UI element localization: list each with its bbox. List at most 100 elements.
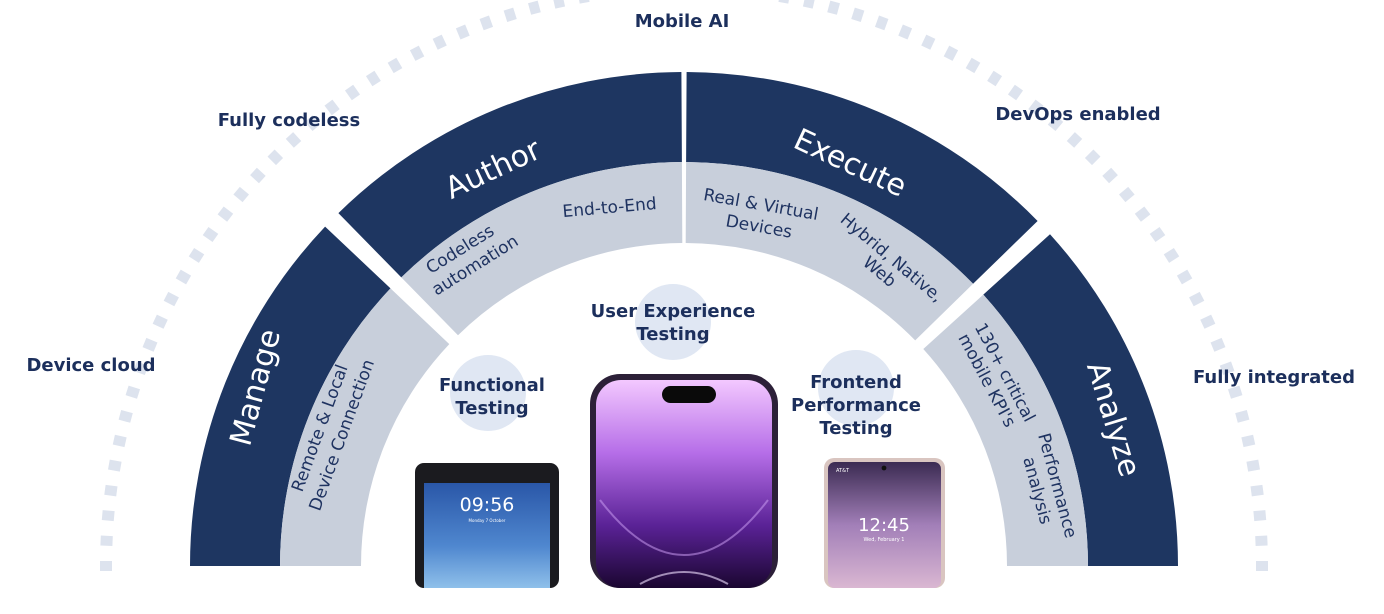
arc-dot bbox=[100, 561, 112, 571]
arc-dot bbox=[1253, 510, 1267, 522]
arc-dot bbox=[142, 337, 158, 352]
frontend-circle bbox=[818, 350, 894, 426]
arc-dot bbox=[898, 24, 913, 40]
arc-dot bbox=[1176, 269, 1193, 285]
arc-dot bbox=[175, 269, 192, 285]
arc-dot bbox=[1189, 291, 1205, 307]
arc-dot bbox=[112, 434, 127, 448]
arc-dot bbox=[202, 226, 219, 243]
frontend-label-2: Performance bbox=[791, 395, 921, 416]
arc-dot bbox=[409, 45, 425, 61]
arc-dot bbox=[943, 45, 959, 61]
arc-dot bbox=[324, 99, 340, 116]
tablet-screen bbox=[424, 483, 550, 588]
author-band bbox=[401, 162, 683, 336]
dynamic-island bbox=[662, 386, 716, 403]
analyze-band bbox=[923, 294, 1088, 566]
arc-dot bbox=[365, 70, 381, 87]
arc-dot bbox=[577, 0, 590, 4]
functional-label-2: Testing bbox=[455, 398, 528, 419]
tablet-time: 09:56 bbox=[460, 494, 515, 516]
arc-dot bbox=[1250, 484, 1264, 497]
iphone-device bbox=[590, 374, 778, 588]
manage-segment bbox=[190, 226, 391, 566]
android-date: Wed, February 1 bbox=[863, 537, 904, 543]
author-segment bbox=[338, 72, 682, 278]
arc-dot bbox=[455, 24, 470, 40]
tablet-date: Monday 7 October bbox=[469, 518, 506, 523]
functional-circle bbox=[450, 355, 526, 431]
label-mobile-ai: Mobile AI bbox=[635, 11, 730, 32]
execute-band bbox=[685, 162, 974, 341]
arc-dot bbox=[387, 57, 403, 74]
arc-dot bbox=[163, 291, 179, 307]
label-device-cloud: Device cloud bbox=[26, 355, 155, 376]
arc-dot bbox=[851, 7, 865, 23]
arc-dot bbox=[874, 15, 889, 31]
label-fully-integrated: Fully integrated bbox=[1193, 367, 1355, 388]
arc-dot bbox=[1102, 167, 1118, 184]
arc-dot bbox=[108, 459, 122, 472]
android-screen bbox=[828, 462, 941, 588]
arc-dot bbox=[778, 0, 791, 4]
arc-dot bbox=[965, 57, 981, 74]
frontend-label-3: Testing bbox=[819, 418, 892, 439]
arc-dot bbox=[233, 186, 250, 203]
arc-dot bbox=[125, 385, 141, 399]
arc-dot bbox=[1149, 226, 1166, 243]
arc-dot bbox=[250, 167, 266, 184]
arc-dot bbox=[217, 206, 234, 222]
front-camera bbox=[881, 465, 887, 471]
arc-dot bbox=[802, 0, 816, 9]
arc-dot bbox=[133, 361, 149, 376]
frontend-label-1: Frontend bbox=[810, 372, 902, 393]
arc-dot bbox=[1255, 535, 1268, 547]
arc-dot bbox=[528, 0, 541, 15]
ux-label-2: Testing bbox=[636, 324, 709, 345]
dotted-outer-arc bbox=[100, 0, 1268, 571]
arc-dot bbox=[1227, 385, 1243, 399]
arc-dot bbox=[188, 247, 205, 263]
arc-dot bbox=[285, 132, 302, 148]
manage-band bbox=[280, 288, 450, 566]
label-fully-codeless: Fully codeless bbox=[218, 110, 361, 131]
arc-dot bbox=[101, 510, 115, 522]
ux-circle bbox=[635, 284, 711, 360]
arc-dot bbox=[1256, 561, 1268, 571]
execute-segment bbox=[686, 72, 1038, 284]
arc-dot bbox=[1118, 186, 1135, 203]
arc-dot bbox=[100, 535, 113, 547]
arc-dot bbox=[503, 7, 517, 23]
iphone-screen bbox=[596, 380, 772, 588]
arc-dot bbox=[827, 0, 840, 15]
ux-label-1: User Experience bbox=[591, 301, 756, 322]
arc-dot bbox=[1246, 459, 1260, 472]
arc-dot bbox=[479, 15, 494, 31]
arc-dot bbox=[1210, 337, 1226, 352]
ring bbox=[190, 72, 1178, 566]
android-carrier: AT&T bbox=[836, 468, 850, 474]
arc-dot bbox=[1007, 84, 1024, 101]
arc-dot bbox=[552, 0, 566, 9]
functional-label-1: Functional bbox=[439, 375, 545, 396]
arc-dot bbox=[152, 314, 168, 329]
analyze-segment bbox=[983, 234, 1178, 566]
arc-dot bbox=[104, 484, 118, 497]
arc-dot bbox=[432, 34, 447, 50]
label-devops-enabled: DevOps enabled bbox=[995, 104, 1160, 125]
arc-dot bbox=[304, 115, 321, 132]
arc-dot bbox=[1084, 149, 1101, 166]
arc-dot bbox=[921, 34, 936, 50]
arc-dot bbox=[267, 149, 284, 166]
arc-dot bbox=[1219, 361, 1235, 376]
arc-dot bbox=[1028, 99, 1044, 116]
arc-dot bbox=[1235, 410, 1250, 423]
arc-dot bbox=[987, 70, 1003, 87]
arc-dot bbox=[118, 410, 133, 423]
arc-dot bbox=[1066, 132, 1083, 148]
android-time: 12:45 bbox=[858, 515, 910, 536]
arc-dot bbox=[1241, 434, 1256, 448]
arc-dot bbox=[1200, 314, 1216, 329]
arc-dot bbox=[1047, 115, 1064, 132]
